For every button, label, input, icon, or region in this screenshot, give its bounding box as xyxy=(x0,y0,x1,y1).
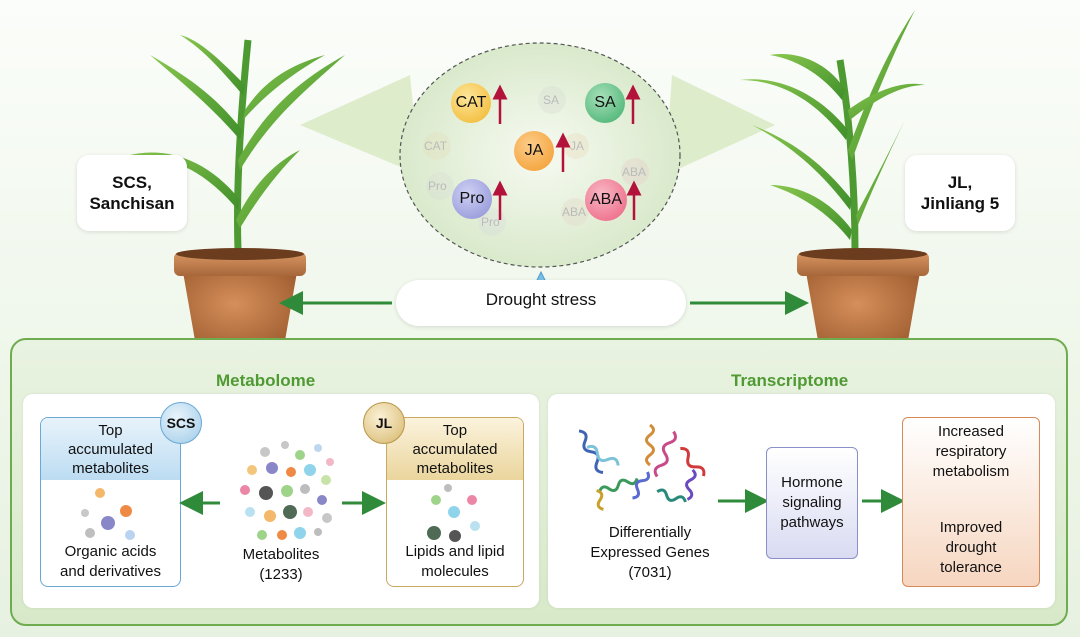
metabolome-title: Metabolome xyxy=(216,371,316,390)
faded-bubbles xyxy=(423,86,649,236)
scs-metabolites-box: Top accumulated metabolites Organic acid… xyxy=(40,417,181,587)
hormone-ja: JA xyxy=(514,131,554,171)
drought-tolerance-box: Increased respiratory metabolism Improve… xyxy=(902,417,1040,587)
jl-badge: JL xyxy=(363,402,405,444)
hormone-aba: ABA xyxy=(585,179,627,221)
variety-jl-name: Jinliang 5 xyxy=(920,194,1000,213)
zoom-cone-left xyxy=(300,75,420,175)
deg-count: (7031) xyxy=(628,564,672,581)
dna-helix-icons xyxy=(578,423,706,511)
variety-card-scs: SCS, Sanchisan xyxy=(77,155,187,231)
scs-badge: SCS xyxy=(160,402,202,444)
hormone-signaling-box: Hormone signaling pathways xyxy=(766,447,858,559)
metabolite-cloud xyxy=(240,441,334,540)
hormone-pro: Pro xyxy=(452,179,492,219)
drought-stress-label: Drought stress xyxy=(396,280,686,326)
respiratory-metabolism-text: Increased respiratory metabolism xyxy=(932,423,1010,480)
plant-right xyxy=(740,10,925,251)
scs-metabolites-header: Top accumulated metabolites xyxy=(41,418,180,480)
hormone-sa: SA xyxy=(585,83,625,123)
variety-scs-code: SCS, xyxy=(112,173,152,192)
drought-tolerance-text: Improved drought tolerance xyxy=(939,519,1003,576)
scs-metabolites-result: Organic acids and derivatives xyxy=(60,543,161,580)
transcriptome-title: Transcriptome xyxy=(731,371,849,390)
variety-card-jl: JL, Jinliang 5 xyxy=(905,155,1015,231)
pot-right xyxy=(797,248,929,352)
jl-metabolites-result: Lipids and lipid molecules xyxy=(405,543,505,580)
variety-jl-code: JL, xyxy=(947,173,973,192)
jl-metabolites-header: Top accumulated metabolites xyxy=(387,418,523,480)
jl-molecule-icon xyxy=(427,484,480,542)
metabolites-count: (1233) xyxy=(259,566,303,583)
metabolites-label: Metabolites (1233) xyxy=(226,545,336,585)
variety-scs-name: Sanchisan xyxy=(89,194,175,213)
plant-left xyxy=(115,35,345,251)
hormone-cat: CAT xyxy=(451,83,491,123)
zoom-cone-right xyxy=(665,75,775,175)
pot-left xyxy=(174,248,306,352)
deg-label: Differentially Expressed Genes (7031) xyxy=(585,523,715,583)
scs-molecule-icon xyxy=(81,488,135,540)
jl-metabolites-box: Top accumulated metabolites Lipids and l… xyxy=(386,417,524,587)
